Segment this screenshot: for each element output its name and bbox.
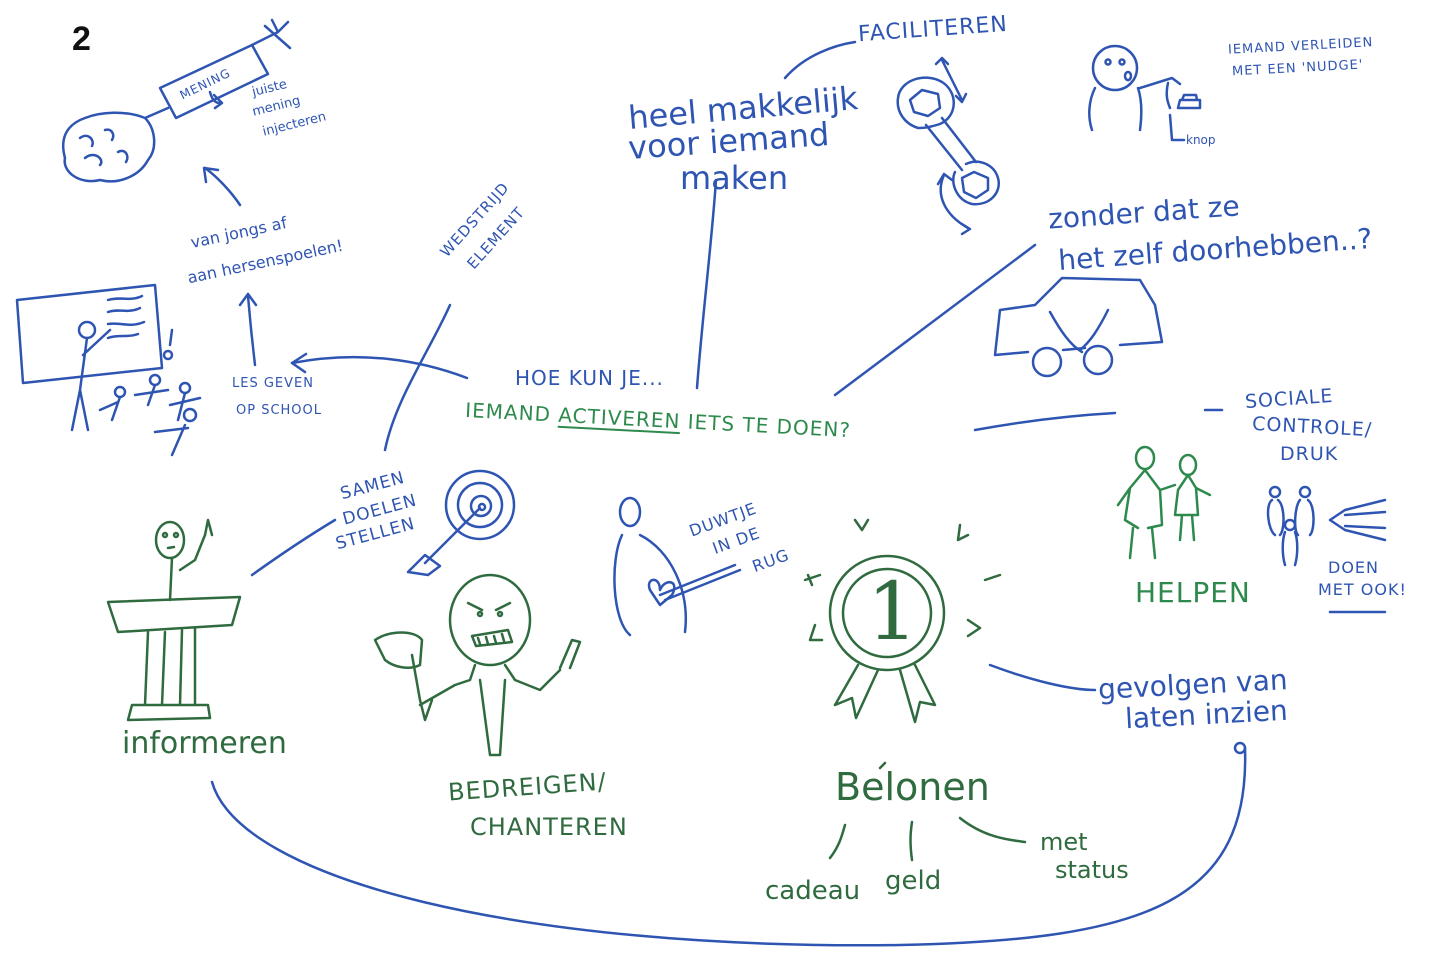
facilitate-text-3: maken <box>680 159 789 197</box>
consequences-text-2: laten inzien <box>1124 693 1289 736</box>
helpen-sketch <box>1116 445 1212 560</box>
reward-leaf-2: geld <box>885 866 942 896</box>
wrench-sketch <box>896 56 1001 236</box>
reward-leaf-3a: met <box>1040 828 1088 856</box>
center-question-line1: HOE KUN JE... <box>515 366 664 390</box>
connector-competition <box>383 303 452 452</box>
helpen-label: HELPEN <box>1135 576 1251 609</box>
connector-facilitate <box>695 178 718 390</box>
reward-title: Belonen <box>835 765 990 809</box>
classroom-sketch <box>15 283 202 457</box>
medal-sketch <box>803 518 1027 862</box>
connector-school <box>290 355 469 380</box>
connector-loop <box>210 746 1247 947</box>
doen-label-2: MET OOK! <box>1318 580 1407 599</box>
knob-label: knop <box>1186 133 1216 147</box>
connector-social <box>973 411 1117 432</box>
push-sketch <box>613 496 742 637</box>
center-prefix: IEMAND <box>464 397 559 427</box>
threaten-text-2: CHANTEREN <box>470 813 628 841</box>
inform-title: informeren <box>122 726 287 761</box>
school-text-2: OP SCHOOL <box>236 403 323 418</box>
connector-consequences <box>988 663 1097 692</box>
page-number: 2 <box>72 20 91 58</box>
threaten-figure-sketch <box>373 573 582 757</box>
school-text-1: LES GEVEN <box>232 376 314 391</box>
social-text-3: DRUK <box>1280 443 1339 465</box>
nudge-person-sketch <box>1088 44 1202 142</box>
crowd-sketch <box>1266 485 1387 567</box>
lectern-sketch <box>106 518 242 722</box>
car-sketch <box>993 276 1164 378</box>
reward-leaf-3b: status <box>1055 856 1129 884</box>
connector-facilitate-title <box>783 40 857 80</box>
syringe-sketch <box>61 18 292 183</box>
reward-leaf-1: cadeau <box>765 876 861 906</box>
connector-goals <box>250 518 337 577</box>
target-sketch <box>406 469 516 577</box>
doen-label-1: DOEN <box>1328 558 1379 577</box>
connector-without <box>833 243 1037 397</box>
medal-number: 1 <box>867 565 918 658</box>
